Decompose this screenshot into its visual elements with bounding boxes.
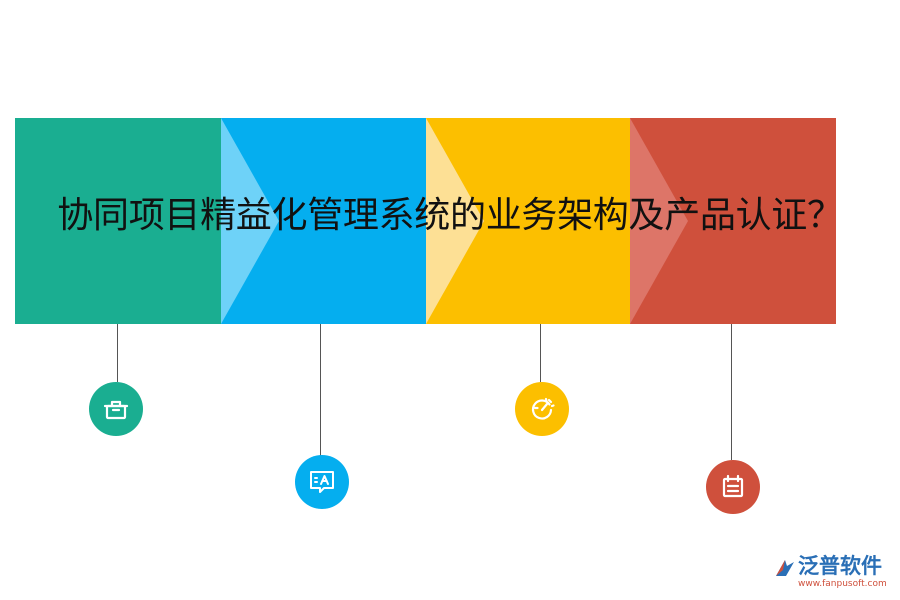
brand-logo: 泛普软件 www.fanpusoft.com (772, 552, 894, 592)
page-title: 协同项目精益化管理系统的业务架构及产品认证？ (57, 195, 843, 236)
chevron-arrow-3 (630, 118, 688, 324)
brand-url: www.fanpusoft.com (798, 579, 887, 589)
connector-line-1 (117, 324, 118, 382)
chevron-arrow-1 (221, 118, 279, 324)
timer-icon (531, 397, 555, 420)
connector-line-4 (731, 324, 732, 460)
step-badge-2 (295, 455, 349, 509)
brand-name: 泛普软件 (798, 554, 882, 578)
calendar-icon (722, 474, 744, 498)
step-badge-4 (706, 460, 760, 514)
chat-text-icon (310, 471, 334, 493)
connector-line-2 (320, 324, 321, 456)
step-panel-1 (15, 118, 221, 324)
chevron-arrow-2 (426, 118, 484, 324)
step-badge-3 (515, 382, 569, 436)
connector-line-3 (540, 324, 541, 382)
briefcase-icon (103, 400, 129, 420)
fanpu-logo-icon (776, 560, 794, 576)
step-badge-1 (89, 382, 143, 436)
